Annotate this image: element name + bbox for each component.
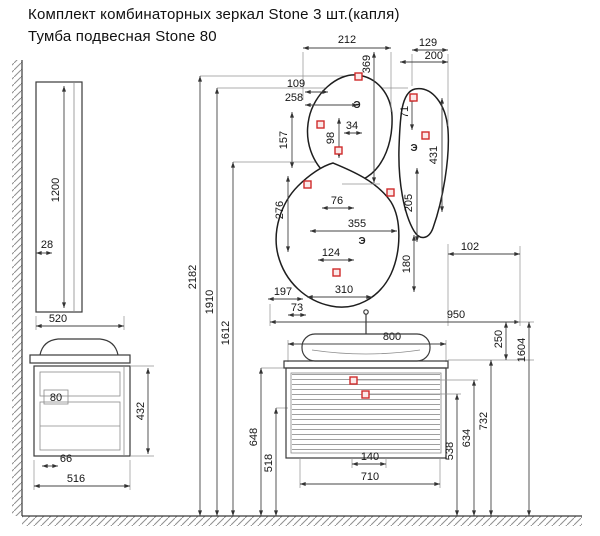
countertop-side (29, 354, 131, 364)
dim-28: 28 (41, 239, 53, 251)
mirror-bottom-shape (275, 162, 400, 308)
electric-symbol: Э (353, 100, 360, 111)
dim-109: 109 (287, 78, 305, 90)
vanity-side-view: 80 432 66 516 (29, 338, 154, 490)
drawing-title-line1: Комплект комбинаторных зеркал Stone 3 шт… (28, 6, 400, 23)
dim-200: 200 (425, 50, 443, 62)
dim-212: 212 (338, 34, 356, 46)
dim-1910: 1910 (204, 290, 216, 314)
mount-marker (421, 131, 430, 140)
dim-538: 538 (444, 442, 456, 460)
dim-1200: 1200 (50, 178, 62, 202)
dim-73: 73 (291, 302, 303, 314)
electric-symbol: Э (358, 236, 365, 247)
dim-2182: 2182 (187, 265, 199, 289)
dim-432: 432 (135, 402, 147, 420)
faucet-knob (363, 309, 369, 315)
wall-hatch-left (12, 60, 22, 516)
countertop-front (283, 360, 449, 369)
right-dimension-chains: 250 1604 732 634 538 (349, 321, 534, 516)
dim-180: 180 (401, 255, 413, 273)
drawing-title-line2: Тумба подвесная Stone 80 (28, 28, 217, 45)
mirror-composition: 212 369 129 200 109 258 157 98 34 Э 71 (268, 34, 521, 326)
dim-258: 258 (285, 92, 303, 104)
mount-marker (354, 72, 363, 81)
dim-1604: 1604 (516, 338, 528, 362)
dim-355: 355 (348, 218, 366, 230)
mount-marker (349, 376, 358, 385)
dim-205: 205 (403, 194, 415, 212)
dim-648: 648 (248, 428, 260, 446)
dim-369: 369 (361, 55, 373, 73)
mount-marker (409, 93, 418, 102)
mount-marker (316, 120, 325, 129)
dim-950: 950 (447, 309, 465, 321)
dim-516: 516 (67, 473, 85, 485)
dim-710: 710 (361, 471, 379, 483)
dim-520: 520 (49, 313, 67, 325)
vanity-front-view: 140 710 (283, 309, 449, 488)
tall-cabinet-outline (35, 81, 83, 313)
dim-140: 140 (361, 451, 379, 463)
mount-marker (303, 180, 312, 189)
dim-34: 34 (346, 120, 358, 132)
tall-cabinet-side-view: 1200 28 (35, 81, 83, 313)
vanity-side-outline (33, 365, 131, 457)
counter-depth-dimension: 520 (35, 313, 125, 330)
vanity-front-outline (285, 367, 447, 459)
mount-marker (361, 390, 370, 399)
dim-76: 76 (331, 195, 343, 207)
dim-310: 310 (335, 284, 353, 296)
louver-front (292, 374, 440, 452)
electric-symbol: Э (410, 143, 417, 154)
dim-732: 732 (478, 412, 490, 430)
mount-marker (334, 146, 343, 155)
wall-hatch-floor (22, 516, 582, 526)
dim-129: 129 (419, 37, 437, 49)
dim-102: 102 (461, 241, 479, 253)
dim-157: 157 (278, 131, 290, 149)
dim-98: 98 (325, 132, 337, 144)
drawer-top-side (39, 371, 121, 397)
dim-80: 80 (50, 392, 62, 404)
width-dimensions: 950 800 (269, 304, 520, 362)
dim-518: 518 (263, 454, 275, 472)
dim-66: 66 (60, 453, 72, 465)
sink-front (301, 333, 431, 362)
walls (12, 60, 582, 526)
dim-431: 431 (428, 146, 440, 164)
dim-1612: 1612 (220, 321, 232, 345)
dim-197: 197 (274, 286, 292, 298)
sink-side-profile (39, 338, 119, 356)
dim-634: 634 (461, 429, 473, 447)
mount-marker (332, 268, 341, 277)
dim-71: 71 (399, 106, 411, 118)
dim-box-80 (43, 389, 69, 405)
mount-marker (386, 188, 395, 197)
dim-124: 124 (322, 247, 340, 259)
dim-276: 276 (274, 201, 286, 219)
dim-250: 250 (493, 330, 505, 348)
dim-800: 800 (383, 331, 401, 343)
left-dimension-chains: 2182 1910 1612 648 518 (187, 75, 408, 516)
